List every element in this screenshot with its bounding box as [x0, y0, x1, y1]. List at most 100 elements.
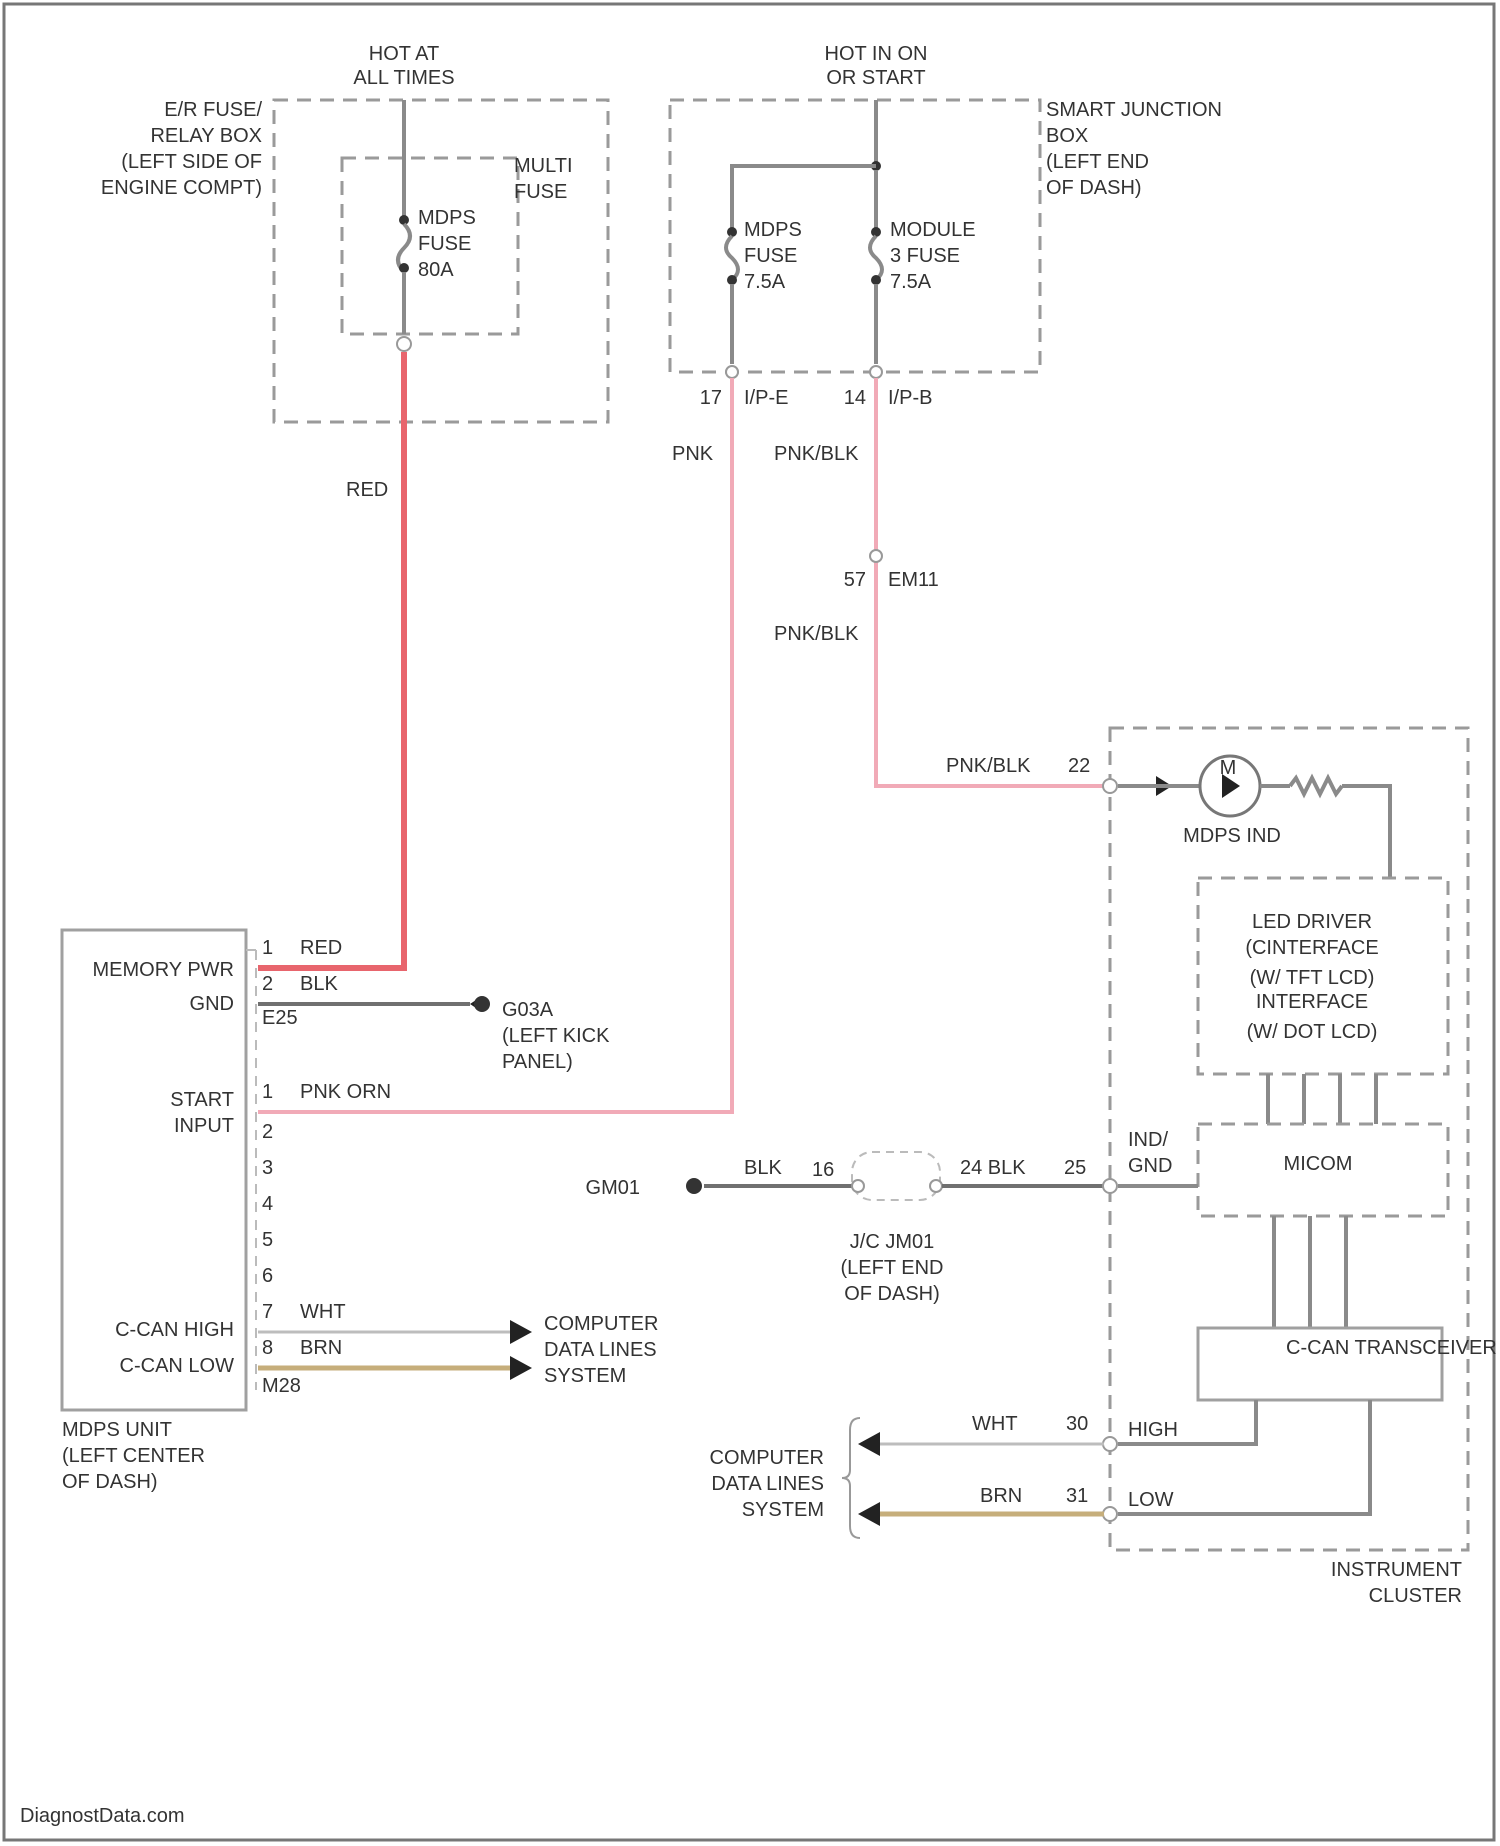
pnk-wire-label: PNK: [672, 443, 714, 465]
hot-at-all-times-line1: HOT AT: [369, 43, 439, 65]
g03a-ground-dot: [474, 996, 490, 1012]
jc-label-line3: OF DASH): [844, 1283, 940, 1305]
pin-7-wire-label: WHT: [300, 1301, 346, 1323]
pin-4-label: 4: [262, 1193, 273, 1215]
mdps-fuse75-terminal-top: [727, 227, 737, 237]
mdps-can-low-arrow-icon: [510, 1356, 532, 1380]
cluster-low-label: LOW: [1128, 1489, 1174, 1511]
instrument-cluster-line2: CLUSTER: [1369, 1585, 1462, 1607]
pin-8-label: 8: [262, 1337, 273, 1359]
computer-data-lines-2-line3: SYSTEM: [742, 1499, 824, 1521]
indicator-lamp-letter: M: [1220, 757, 1237, 779]
cluster-pin-30: [1103, 1437, 1117, 1451]
mdps-fuse-label-line1: MDPS: [418, 207, 476, 229]
mdps-fuse75-label-line2: FUSE: [744, 245, 797, 267]
hot-in-on-line2: OR START: [826, 67, 925, 89]
led-driver-line3: (W/ TFT LCD): [1250, 967, 1375, 989]
module3-fuse-7.5a-symbol: [870, 236, 882, 280]
pnk-blk-wire-label-1: PNK/BLK: [774, 443, 859, 465]
computer-data-lines-2-line2: DATA LINES: [711, 1473, 824, 1495]
module3-fuse-label-line1: MODULE: [890, 219, 976, 241]
mdps-fuse75-label-line3: 7.5A: [744, 271, 786, 293]
sjb-pin-14: [870, 366, 882, 378]
module3-fuse-label-line2: 3 FUSE: [890, 245, 960, 267]
pnk-blk-wire-label-2: PNK/BLK: [774, 623, 859, 645]
wht-wire-label-2: WHT: [972, 1413, 1018, 1435]
e25-connector-label: E25: [262, 1007, 298, 1029]
sjb-label-line3: (LEFT END: [1046, 151, 1149, 173]
er-fuse-label-line1: E/R FUSE/: [164, 99, 262, 121]
mdps-ind-label: MDPS IND: [1183, 825, 1281, 847]
can-low-arrow-icon: [858, 1502, 880, 1526]
pin-30-label: 30: [1066, 1413, 1088, 1435]
cluster-pin-31: [1103, 1507, 1117, 1521]
connector-ip-b-label: I/P-B: [888, 387, 932, 409]
ccan-transceiver-label: C-CAN TRANSCEIVER: [1286, 1337, 1497, 1359]
pin-14-label: 14: [844, 387, 866, 409]
cluster-pin-22: [1103, 779, 1117, 793]
pin-25-label: 25: [1064, 1157, 1086, 1179]
sjb-label-line4: OF DASH): [1046, 177, 1142, 199]
m28-connector-label: M28: [262, 1375, 301, 1397]
jc-pin-16: [852, 1180, 864, 1192]
ccan-high-label: C-CAN HIGH: [115, 1319, 234, 1341]
pin-22-label: 22: [1068, 755, 1090, 777]
instrument-cluster-line1: INSTRUMENT: [1331, 1559, 1462, 1581]
sjb-label-line1: SMART JUNCTION: [1046, 99, 1222, 121]
pin-5-label: 5: [262, 1229, 273, 1251]
hot-in-on-line1: HOT IN ON: [825, 43, 928, 65]
g03a-label: G03A: [502, 999, 554, 1021]
memory-pwr-label: MEMORY PWR: [93, 959, 235, 981]
computer-data-lines-1-line2: DATA LINES: [544, 1339, 657, 1361]
left-kick-panel-line1: (LEFT KICK: [502, 1025, 610, 1047]
pin-8-wire-label: BRN: [300, 1337, 342, 1359]
gnd-label: GND: [190, 993, 234, 1015]
pink-start-input-wire: [258, 378, 732, 1112]
sjb-pin-17: [726, 366, 738, 378]
ind-gnd-line1: IND/: [1128, 1129, 1168, 1151]
computer-data-lines-2-line1: COMPUTER: [710, 1447, 824, 1469]
jc-pin-24: [930, 1180, 942, 1192]
mdps-fuse-7.5a-symbol: [726, 236, 738, 280]
mdps-fuse-label-line3: 80A: [418, 259, 454, 281]
red-wire-label: RED: [346, 479, 388, 501]
led-driver-line5: (W/ DOT LCD): [1247, 1021, 1378, 1043]
mdps-fuse-label-line2: FUSE: [418, 233, 471, 255]
led-driver-line2: (CINTERFACE: [1245, 937, 1378, 959]
pin-16-label: 16: [812, 1159, 834, 1181]
module3-fuse-label-line3: 7.5A: [890, 271, 932, 293]
pin-6-label: 6: [262, 1265, 273, 1287]
start-input-line1: START: [170, 1089, 234, 1111]
er-fuse-label-line2: RELAY BOX: [150, 125, 262, 147]
connector-em11-label: EM11: [888, 569, 939, 591]
hot-at-all-times-line2: ALL TIMES: [353, 67, 454, 89]
er-fuse-label-line4: ENGINE COMPT): [101, 177, 262, 199]
jc-label-line2: (LEFT END: [841, 1257, 944, 1279]
connector-ip-e-label: I/P-E: [744, 387, 788, 409]
computer-data-lines-brace-right: [842, 1418, 860, 1538]
mdps-unit-label-line2: (LEFT CENTER: [62, 1445, 205, 1467]
mdps-unit-label-line1: MDPS UNIT: [62, 1419, 172, 1441]
start-input-line2: INPUT: [174, 1115, 234, 1137]
pin-17-label: 17: [700, 387, 722, 409]
cluster-pin-25: [1103, 1179, 1117, 1193]
computer-data-lines-1-line3: SYSTEM: [544, 1365, 626, 1387]
pnk-blk-wire-label-3: PNK/BLK: [946, 755, 1031, 777]
module3-fuse-terminal-bottom: [871, 275, 881, 285]
mdps-fuse75-terminal-bottom: [727, 275, 737, 285]
module3-fuse-terminal-top: [871, 227, 881, 237]
mdps-fuse-terminal-bottom: [399, 263, 409, 273]
led-driver-line1: LED DRIVER: [1252, 911, 1372, 933]
mdps-pin-1-label: 1: [262, 937, 273, 959]
ind-gnd-line2: GND: [1128, 1155, 1172, 1177]
mdps-unit-label-line3: OF DASH): [62, 1471, 158, 1493]
em11-connector-pin: [870, 550, 882, 562]
mdps-fuse-terminal-top: [399, 215, 409, 225]
smart-junction-box: [670, 100, 1040, 372]
multi-fuse-label-line2: FUSE: [514, 181, 567, 203]
brn-wire-label-2: BRN: [980, 1485, 1022, 1507]
jc-label-line1: J/C JM01: [850, 1231, 934, 1253]
can-high-arrow-icon: [858, 1432, 880, 1456]
gm01-label: GM01: [586, 1177, 640, 1199]
resistor-icon: [1290, 778, 1342, 794]
